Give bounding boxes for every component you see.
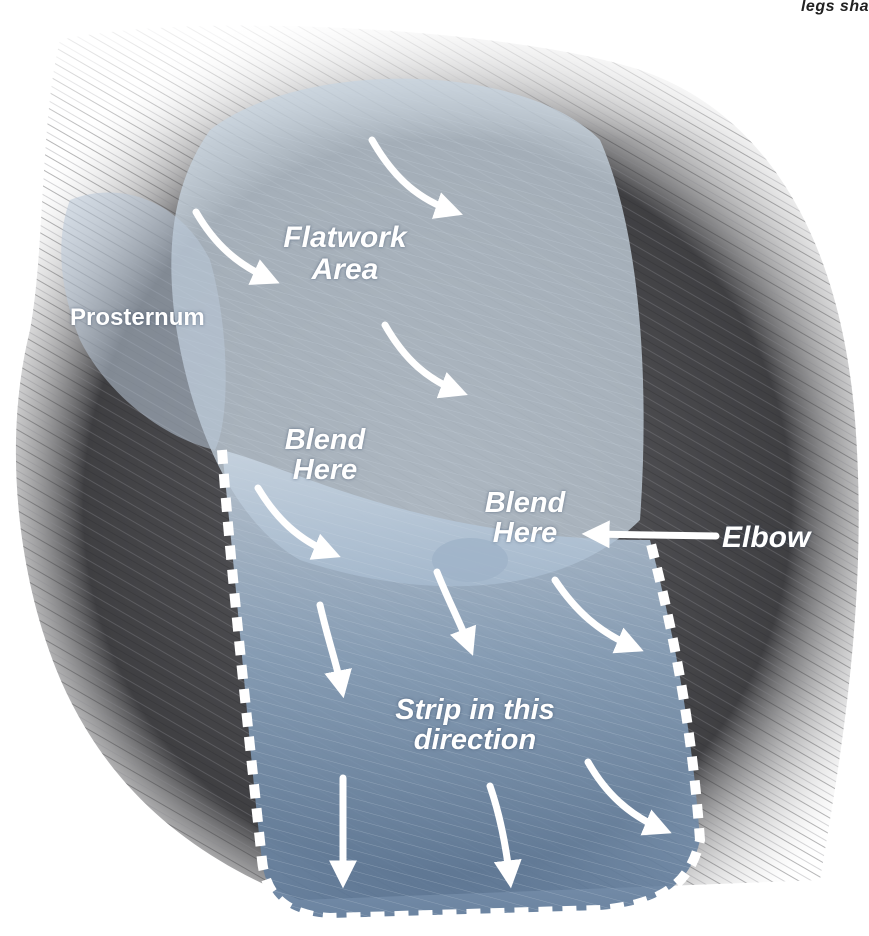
- flatwork-area-label: Flatwork Area: [270, 222, 420, 285]
- elbow-label: Elbow: [722, 522, 810, 554]
- blend-here-right-label: Blend Here: [465, 488, 585, 549]
- blend-here-left-label: Blend Here: [270, 425, 380, 486]
- caption-fragment: legs sha: [801, 0, 869, 16]
- prosternum-label: Prosternum: [70, 305, 205, 330]
- arrow-icon: [590, 534, 716, 536]
- strip-direction-label: Strip in this direction: [375, 695, 575, 756]
